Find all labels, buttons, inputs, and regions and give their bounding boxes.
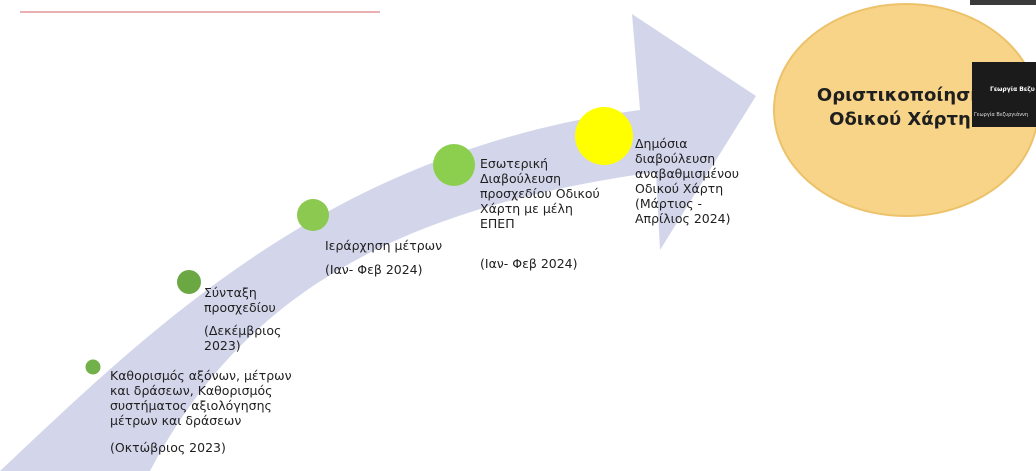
participant-video-tile[interactable]: Γεωργία Βεζυ Γεωργία Βεζυργιάννη xyxy=(972,62,1036,127)
milestone-2-text: Σύνταξη προσχεδίου xyxy=(204,285,314,315)
milestone-1-line: Καθορισμός αξόνων, μέτρων xyxy=(110,368,292,383)
milestone-3-line: Ιεράρχηση μέτρων xyxy=(325,238,443,253)
milestone-1-date: (Οκτώβριος 2023) xyxy=(110,440,226,455)
participant-name: Γεωργία Βεζυ xyxy=(990,86,1035,93)
milestone-3-date: (Ιαν- Φεβ 2024) xyxy=(325,262,423,277)
milestone-4-line: ΕΠΕΠ xyxy=(480,216,515,231)
milestone-1-text: Καθορισμός αξόνων, μέτρων και δράσεων, Κ… xyxy=(110,368,300,428)
top-edge-fragment xyxy=(0,0,400,13)
milestone-5-line: Δημόσια xyxy=(635,136,688,151)
milestone-2-date: (Δεκέμβριος 2023) xyxy=(204,323,281,353)
milestone-5-text: Δημόσια διαβούλευση αναβαθμισμένου Οδικο… xyxy=(635,136,765,226)
milestone-2-date-line: 2023) xyxy=(204,338,241,353)
timeline-arrow xyxy=(0,14,756,471)
milestone-1-line: και δράσεων, Καθορισμός xyxy=(110,383,273,398)
milestone-4-line: προσχεδίου Οδικού xyxy=(480,186,600,201)
milestone-3-text: Ιεράρχηση μέτρων xyxy=(325,238,475,253)
milestone-5-line: Οδικού Χάρτη xyxy=(635,181,724,196)
top-right-strip xyxy=(970,0,1036,5)
milestone-2-line: προσχεδίου xyxy=(204,300,276,315)
milestone-dot-4 xyxy=(433,144,475,186)
milestone-4-line: Διαβούλευση xyxy=(480,171,562,186)
goal-title: Οριστικοποίηση Οδικού Χάρτη xyxy=(800,84,1000,132)
participant-label: Γεωργία Βεζυργιάννη xyxy=(974,112,1029,118)
milestone-4-line: Χάρτη με μέλη xyxy=(480,201,573,216)
milestone-1-line: συστήματος αξιολόγησης xyxy=(110,398,272,413)
milestone-4-line: Εσωτερική xyxy=(480,156,549,171)
milestone-5-line: Απρίλιος 2024) xyxy=(635,211,731,226)
milestone-dot-3 xyxy=(297,199,329,231)
milestone-dot-1 xyxy=(85,359,101,375)
milestone-2-line: Σύνταξη xyxy=(204,285,257,300)
goal-title-line: Οριστικοποίηση xyxy=(816,85,984,106)
milestone-4-date: (Ιαν- Φεβ 2024) xyxy=(480,256,578,271)
milestone-2-date-line: (Δεκέμβριος xyxy=(204,323,282,338)
milestone-4-text: Εσωτερική Διαβούλευση προσχεδίου Οδικού … xyxy=(480,156,620,231)
milestone-dot-5 xyxy=(575,107,633,165)
milestone-5-line: (Μάρτιος - xyxy=(635,196,703,211)
goal-title-line: Οδικού Χάρτη xyxy=(829,109,971,130)
milestone-dot-2 xyxy=(177,270,201,294)
milestone-1-line: μέτρων και δράσεων xyxy=(110,413,242,428)
goal-circle xyxy=(773,3,1036,217)
milestone-5-line: αναβαθμισμένου xyxy=(635,166,740,181)
milestone-5-line: διαβούλευση xyxy=(635,151,716,166)
